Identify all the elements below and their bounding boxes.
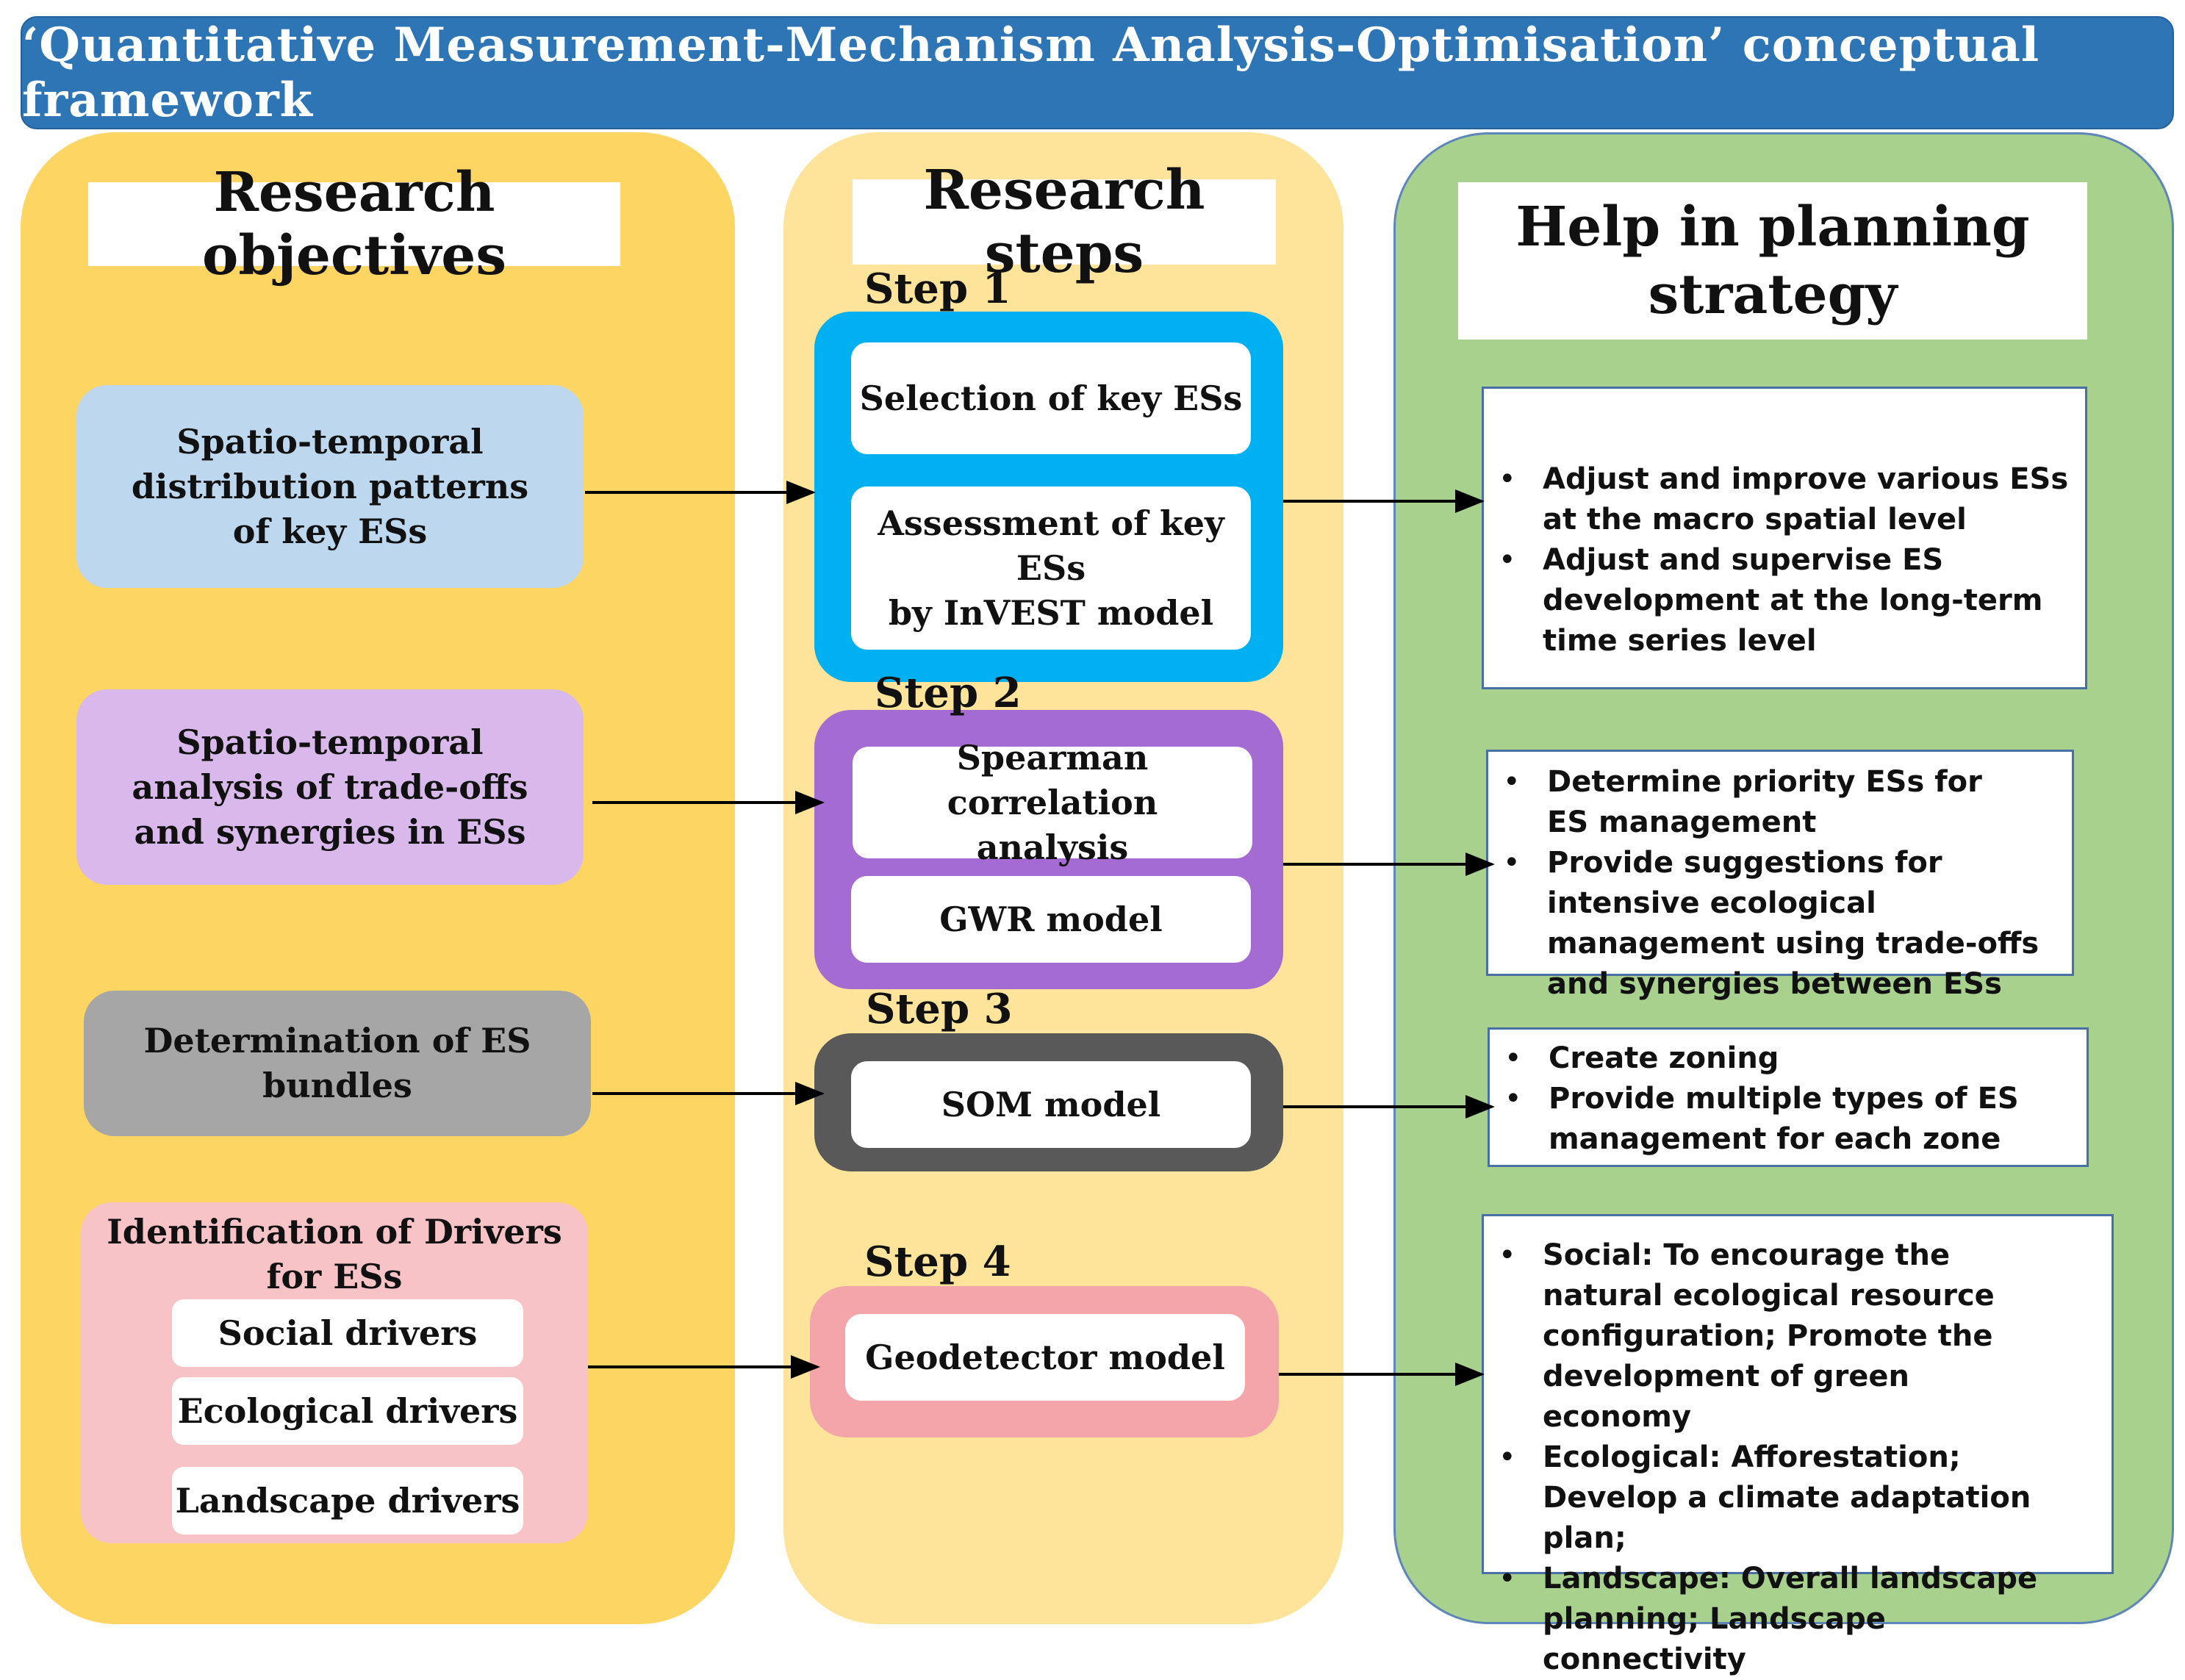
objective-1-line-3: of key ESs bbox=[232, 511, 428, 551]
spearman-line-2: analysis bbox=[976, 827, 1129, 867]
planning-2-item: Determine priority ESs for ES management bbox=[1488, 762, 2072, 843]
objective-3-line-1: Determination of ES bbox=[143, 1021, 531, 1060]
planning-3-item: Create zoning bbox=[1490, 1038, 2087, 1079]
objective-3-line-2: bundles bbox=[262, 1066, 412, 1105]
planning-box-3: Create zoning Provide multiple types of … bbox=[1488, 1027, 2089, 1167]
step-1-label: Step 1 bbox=[864, 265, 1011, 313]
planning-box-4: Social: To encourage the natural ecologi… bbox=[1482, 1214, 2114, 1676]
objective-1-line-1: Spatio-temporal bbox=[176, 421, 484, 462]
objective-distribution-patterns: Spatio-temporal distribution patterns of… bbox=[76, 385, 584, 588]
step-3-label: Step 3 bbox=[866, 985, 1013, 1033]
landscape-drivers-box: Landscape drivers bbox=[172, 1467, 523, 1534]
objective-tradeoffs-synergies: Spatio-temporal analysis of trade-offs a… bbox=[76, 689, 584, 885]
step-4-label: Step 4 bbox=[864, 1238, 1011, 1286]
planning-box-2: Determine priority ESs for ES management… bbox=[1486, 750, 2074, 1001]
planning-1-item: Adjust and supervise ES development at t… bbox=[1484, 540, 2078, 661]
planning-1-item: Adjust and improve various ESs at the ma… bbox=[1484, 459, 2078, 540]
objective-es-bundles: Determination of ES bundles bbox=[84, 991, 591, 1136]
ecological-drivers-box: Ecological drivers bbox=[172, 1377, 523, 1445]
framework-title: ‘Quantitative Measurement-Mechanism Anal… bbox=[21, 16, 2174, 129]
planning-header-line2: strategy bbox=[1648, 263, 1898, 326]
planning-box-1: Adjust and improve various ESs at the ma… bbox=[1482, 387, 2087, 689]
gwr-model-box: GWR model bbox=[851, 876, 1251, 963]
objective-4-line-1: Identification of Drivers bbox=[107, 1212, 562, 1252]
objective-2-line-3: and synergies in ESs bbox=[134, 811, 526, 852]
objective-2-line-1: Spatio-temporal bbox=[176, 722, 484, 762]
invest-line-1: Assessment of key ESs bbox=[878, 503, 1224, 588]
objective-1-line-2: distribution patterns bbox=[131, 466, 529, 506]
step-2-label: Step 2 bbox=[875, 669, 1022, 717]
planning-3-item: Provide multiple types of ES management … bbox=[1490, 1079, 2087, 1160]
planning-4-item: Ecological: Afforestation; Develop a cli… bbox=[1484, 1437, 2112, 1559]
invest-assessment-box: Assessment of key ESs by InVEST model bbox=[851, 487, 1251, 650]
planning-2-item: Provide suggestions for intensive ecolog… bbox=[1488, 843, 2072, 1005]
objective-4-line-2: for ESs bbox=[266, 1257, 403, 1296]
spearman-correlation-box: Spearman correlation analysis bbox=[853, 738, 1252, 867]
social-drivers-box: Social drivers bbox=[172, 1299, 523, 1367]
geodetector-model-box: Geodetector model bbox=[845, 1314, 1245, 1401]
planning-4-item: Social: To encourage the natural ecologi… bbox=[1484, 1235, 2112, 1437]
planning-header: Help in planning strategy bbox=[1458, 182, 2087, 340]
invest-line-2: by InVEST model bbox=[888, 592, 1214, 633]
selection-key-ess-box: Selection of key ESs bbox=[851, 342, 1251, 454]
som-model-box: SOM model bbox=[851, 1061, 1251, 1148]
spearman-line-1: Spearman correlation bbox=[947, 737, 1158, 822]
planning-header-line1: Help in planning bbox=[1515, 195, 2030, 259]
connector-arrows bbox=[585, 481, 1495, 1386]
objective-2-line-2: analysis of trade-offs bbox=[132, 767, 528, 807]
